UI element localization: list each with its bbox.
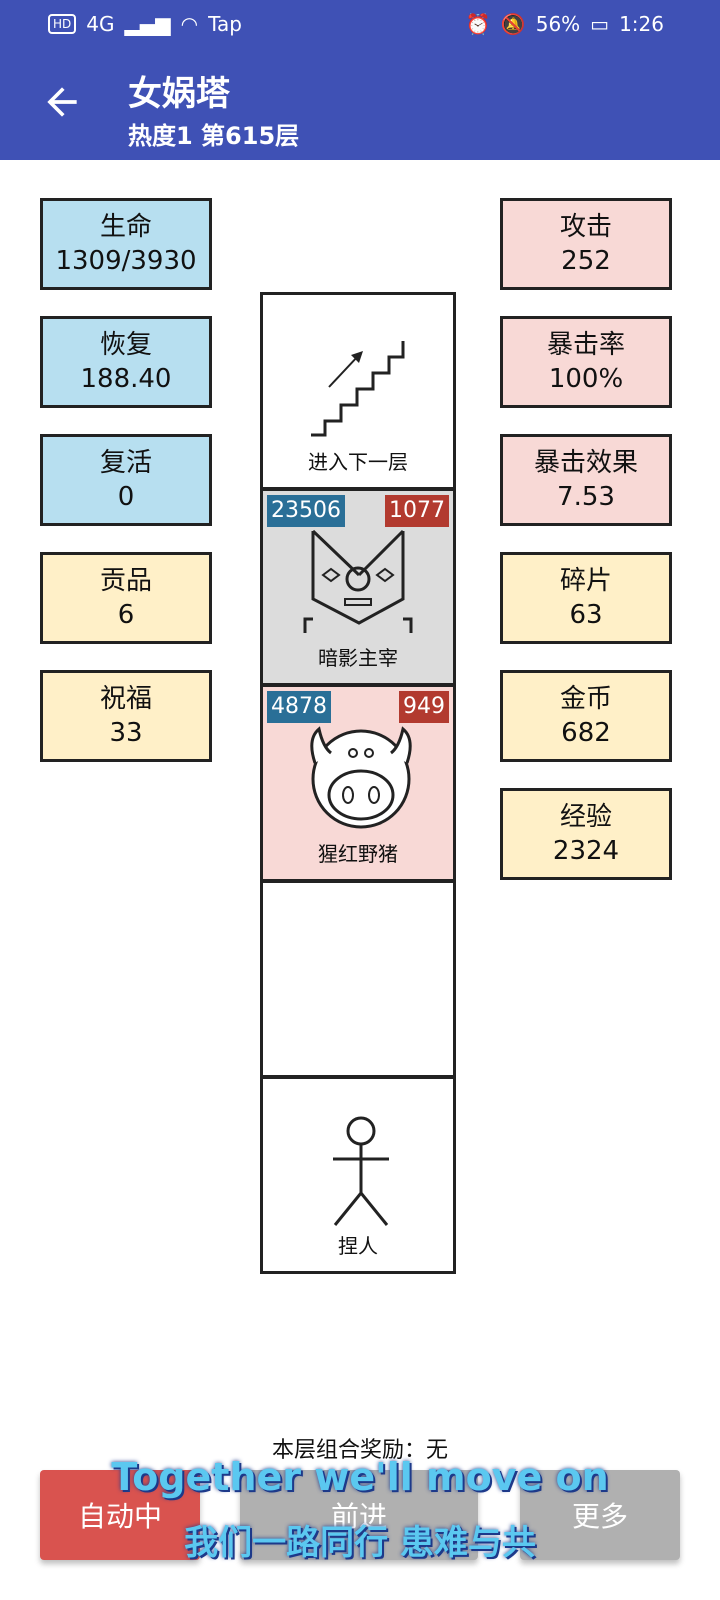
tower-cell-monster-shadow-lord[interactable]: 23506 1077 暗影主宰 [260, 488, 456, 686]
stat-label: 复活 [99, 448, 152, 478]
battery-percent: 56% [535, 12, 581, 36]
network-4g: 4G [86, 12, 115, 36]
subtitle-overlay-line1: Together we'll move on [111, 1455, 609, 1499]
status-left: HD 4G ▂▄▆ ◠ Tap [48, 12, 242, 36]
page-subtitle: 热度1 第615层 [128, 122, 300, 150]
monster-attack-badge: 1077 [385, 495, 449, 527]
stat-value: 0 [117, 482, 135, 512]
stat-label: 贡品 [99, 566, 152, 596]
shadow-lord-icon [303, 529, 413, 633]
hd-indicator: HD [48, 14, 77, 34]
stat-value: 100% [548, 364, 624, 394]
stat-label: 生命 [99, 212, 152, 242]
app-bar: 女娲塔 热度1 第615层 [0, 60, 720, 160]
forward-button[interactable]: 前进 [240, 1470, 478, 1560]
stat-fragments: 碎片 63 [500, 552, 672, 644]
stat-gold: 金币 682 [500, 670, 672, 762]
stat-value: 7.53 [557, 482, 615, 512]
stat-label: 暴击效果 [533, 448, 638, 478]
cell-name: 暗影主宰 [318, 646, 398, 670]
stat-life: 生命 1309/3930 [40, 198, 212, 290]
stat-label: 经验 [559, 802, 612, 832]
top-bar: HD 4G ▂▄▆ ◠ Tap ⏰ 🔕 56% ▭ 1:26 女娲塔 热度1 第… [0, 0, 720, 160]
stat-value: 33 [109, 718, 143, 748]
monster-hp-badge: 4878 [267, 691, 331, 723]
stick-figure-icon [333, 1116, 389, 1226]
tower-cell-player[interactable]: 捏人 [260, 1076, 456, 1274]
signal-icon: ▂▄▆ [124, 12, 171, 36]
status-right: ⏰ 🔕 56% ▭ 1:26 [466, 12, 664, 36]
tower-cell-monster-scarlet-boar[interactable]: 4878 949 猩红野猪 [260, 684, 456, 882]
stat-value: 63 [569, 600, 603, 630]
stat-revive: 复活 0 [40, 434, 212, 526]
mute-icon: 🔕 [500, 12, 526, 36]
monster-attack-badge: 949 [399, 691, 449, 723]
auto-button[interactable]: 自动中 [40, 1470, 200, 1560]
stat-crit-rate: 暴击率 100% [500, 316, 672, 408]
more-button[interactable]: 更多 [520, 1470, 680, 1560]
stat-value: 682 [561, 718, 611, 748]
stairs-icon [311, 341, 405, 437]
tower-cell-stairs[interactable]: 进入下一层 [260, 292, 456, 490]
cell-name: 捏人 [338, 1234, 378, 1258]
clock: 1:26 [619, 12, 664, 36]
stat-label: 恢复 [99, 330, 152, 360]
cell-name: 进入下一层 [308, 450, 408, 474]
back-arrow-icon[interactable] [40, 80, 84, 124]
tap-icon: Tap [208, 12, 242, 36]
stat-label: 暴击率 [546, 330, 625, 360]
subtitle-overlay-line2: 我们一路同行 患难与共 [184, 1523, 536, 1563]
tower-cell-empty[interactable] [260, 880, 456, 1078]
stat-crit-effect: 暴击效果 7.53 [500, 434, 672, 526]
stat-value: 6 [117, 600, 135, 630]
scarlet-boar-icon [310, 726, 412, 829]
stat-experience: 经验 2324 [500, 788, 672, 880]
stat-label: 祝福 [99, 684, 152, 714]
stat-label: 金币 [559, 684, 612, 714]
stat-blessing: 祝福 33 [40, 670, 212, 762]
battery-icon: ▭ [590, 12, 610, 36]
stat-tribute: 贡品 6 [40, 552, 212, 644]
cell-name: 猩红野猪 [318, 842, 398, 866]
alarm-icon: ⏰ [465, 12, 491, 36]
stat-attack: 攻击 252 [500, 198, 672, 290]
stat-value: 2324 [552, 836, 620, 866]
status-bar: HD 4G ▂▄▆ ◠ Tap ⏰ 🔕 56% ▭ 1:26 [0, 0, 720, 50]
floor-bonus-text: 本层组合奖励：无 [271, 1438, 448, 1463]
stat-label: 攻击 [559, 212, 612, 242]
stat-value: 188.40 [80, 364, 172, 394]
wifi-icon: ◠ [180, 12, 199, 36]
page-title: 女娲塔 [128, 74, 230, 114]
stat-value: 252 [561, 246, 611, 276]
monster-hp-badge: 23506 [267, 495, 345, 527]
stat-recover: 恢复 188.40 [40, 316, 212, 408]
stat-label: 碎片 [559, 566, 612, 596]
stat-value: 1309/3930 [55, 246, 197, 276]
